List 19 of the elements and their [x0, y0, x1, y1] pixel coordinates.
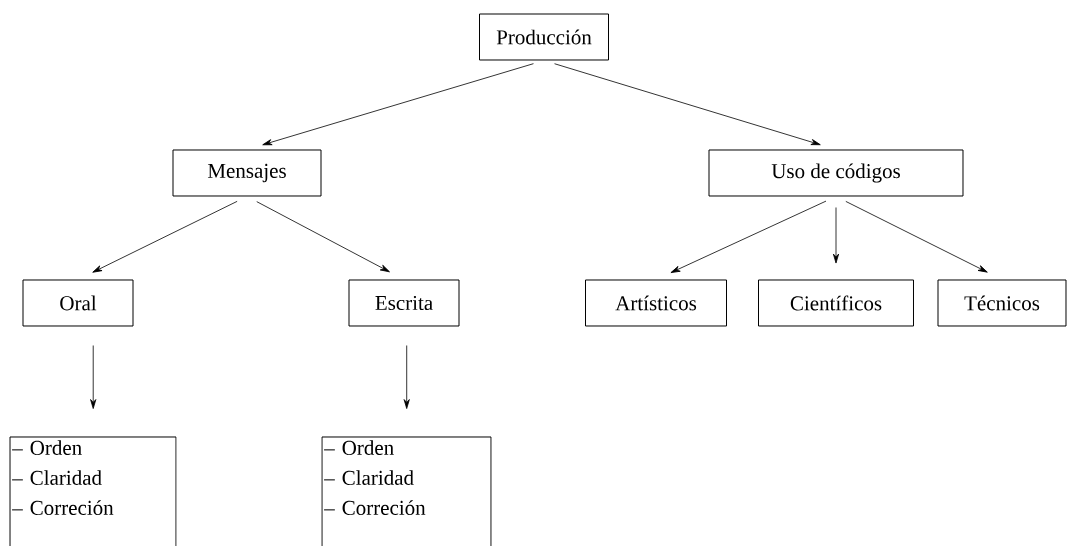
category-box: Oral: [22, 279, 134, 327]
category-box: Técnicos: [937, 279, 1067, 327]
arrow: [90, 345, 97, 409]
list-box: – Orden – Claridad – Correción: [9, 436, 177, 546]
arrow: [832, 207, 840, 264]
category-box: Producción: [479, 13, 609, 61]
arrow: [92, 200, 238, 273]
category-box: Escrita: [348, 279, 460, 327]
arrow: [262, 63, 534, 146]
arrow: [403, 345, 410, 409]
category-box: Científicos: [758, 279, 914, 327]
arrow: [554, 63, 821, 146]
category-box: Mensajes: [172, 149, 322, 197]
category-box: Uso de códigos: [708, 149, 964, 197]
arrow: [845, 201, 988, 273]
category-box: Artísticos: [585, 279, 727, 327]
arrow: [256, 201, 390, 273]
arrow: [670, 200, 827, 273]
list-box: – Orden – Claridad – Correción: [321, 436, 492, 546]
